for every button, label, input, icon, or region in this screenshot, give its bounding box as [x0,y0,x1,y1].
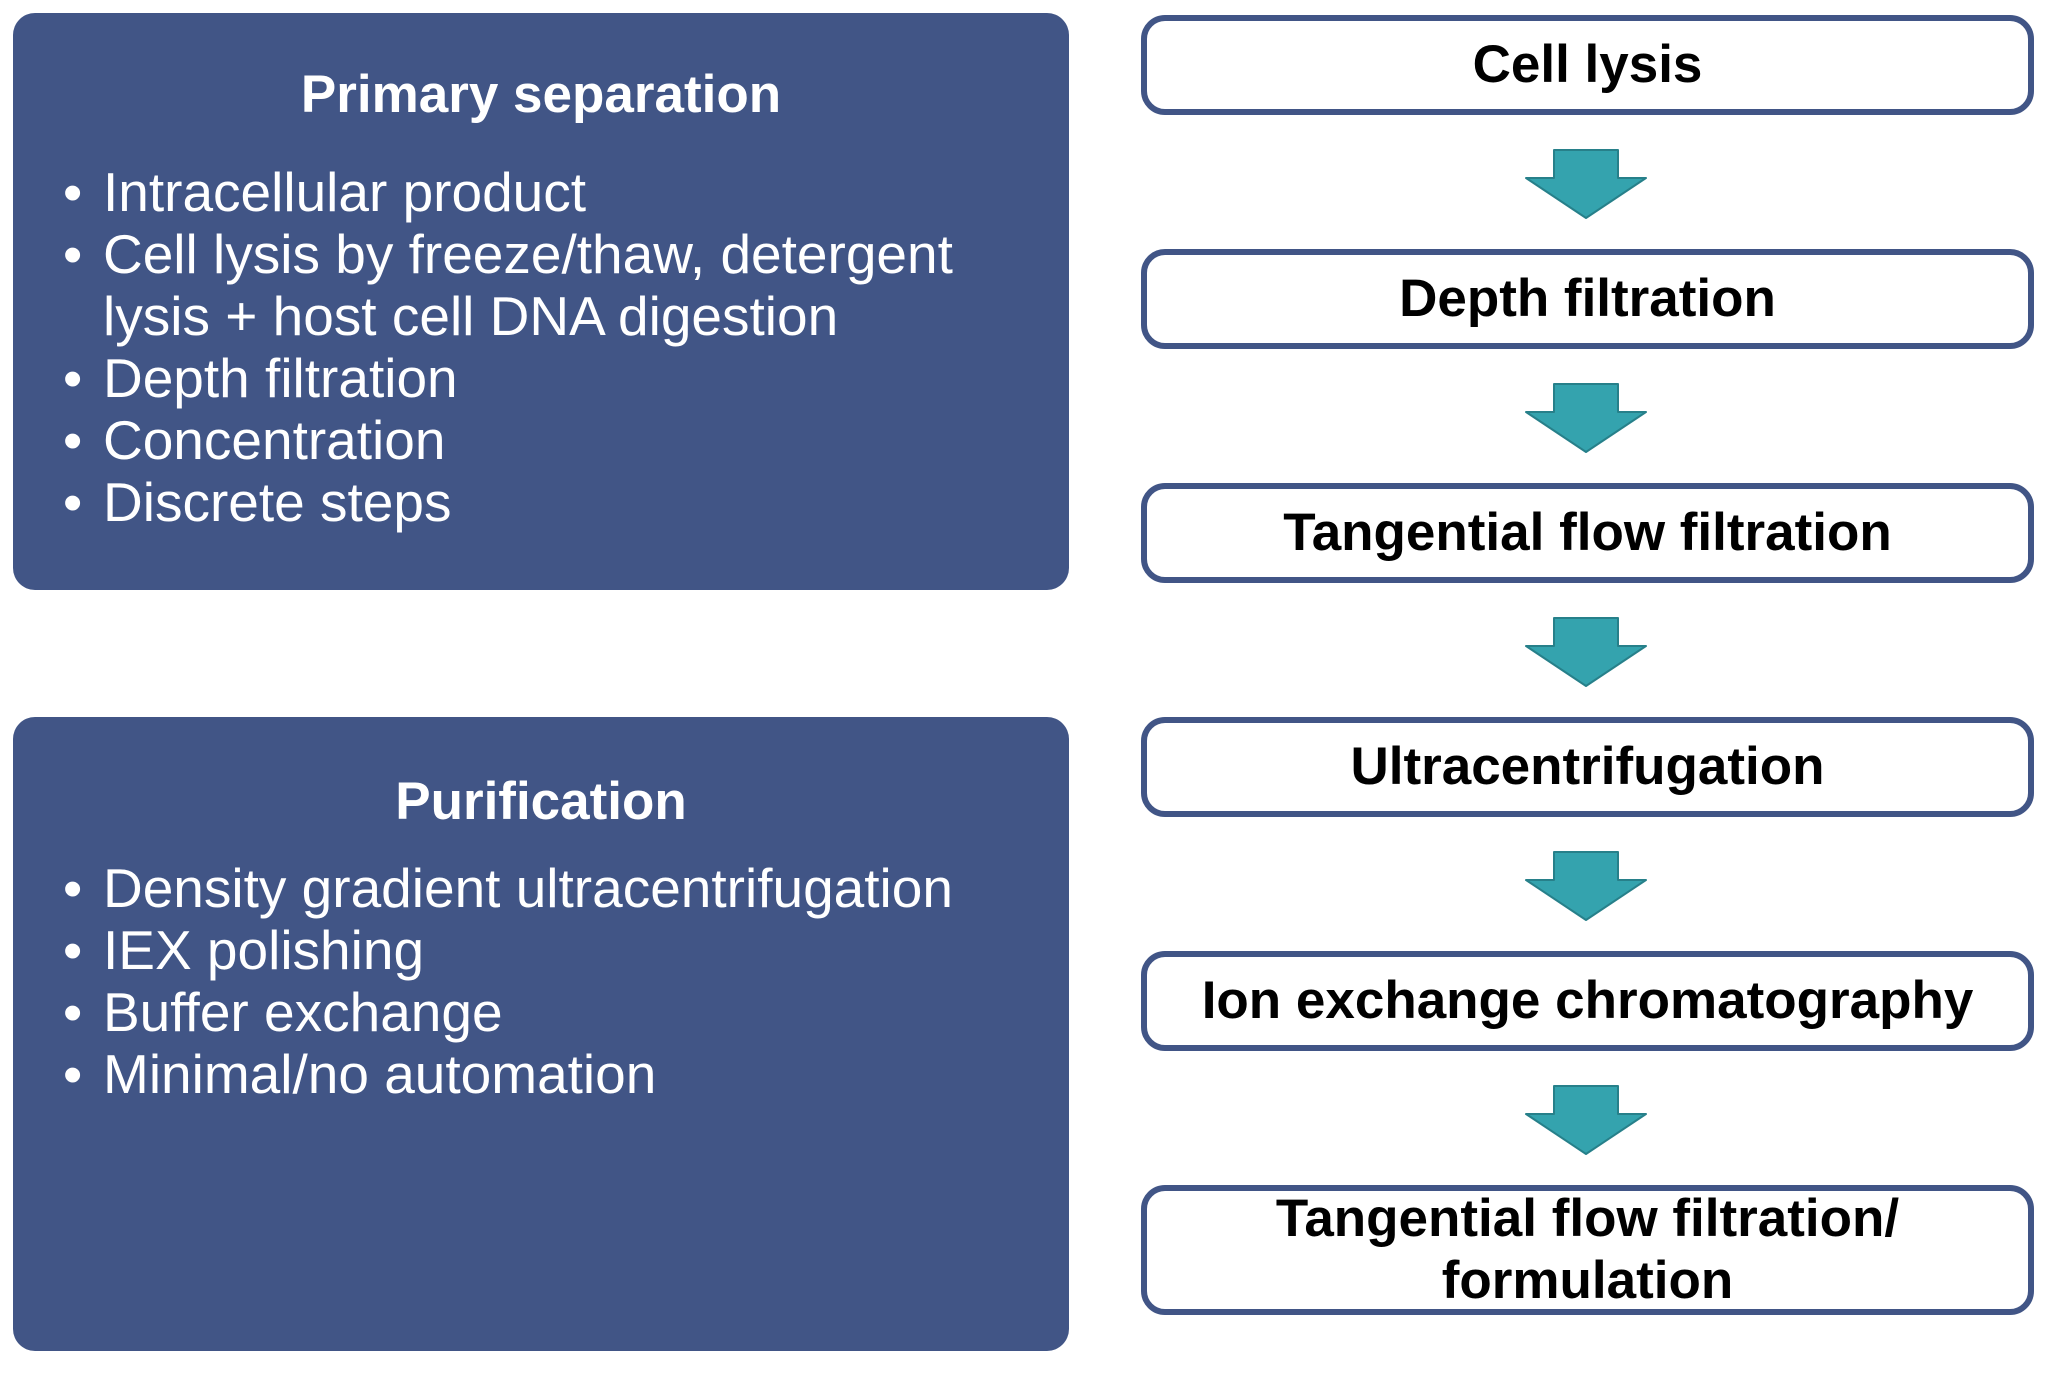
step-tangential-flow-filtration: Tangential flow filtration [1141,483,2034,583]
list-item: •Intracellular product [63,161,587,223]
purification-list: •Density gradient ultracentrifugation •I… [63,857,1049,1105]
step-tff-formulation: Tangential flow filtration/ formulation [1141,1185,2034,1315]
bullet-icon: • [63,471,83,533]
list-item: •IEX polishing [63,919,425,981]
step-depth-filtration: Depth filtration [1141,249,2034,349]
step-ion-exchange-chromatography: Ion exchange chromatography [1141,951,2034,1051]
primary-separation-title: Primary separation [300,65,782,124]
down-arrow-icon [1525,851,1647,921]
down-arrow-icon [1525,617,1647,687]
down-arrow-icon [1525,149,1647,219]
list-item-continuation: lysis + host cell DNA digestion [103,285,839,347]
primary-separation-panel: Primary separation •Intracellular produc… [13,13,1069,590]
list-item: •Cell lysis by freeze/thaw, detergent [63,223,953,285]
list-item: •Density gradient ultracentrifugation [63,857,953,919]
step-ultracentrifugation: Ultracentrifugation [1141,717,2034,817]
list-item: •Minimal/no automation [63,1043,657,1105]
list-item: •Buffer exchange [63,981,503,1043]
primary-separation-list: •Intracellular product •Cell lysis by fr… [63,161,1049,533]
down-arrow-icon [1525,1085,1647,1155]
down-arrow-icon [1525,383,1647,453]
purification-panel: Purification •Density gradient ultracent… [13,717,1069,1351]
bullet-icon: • [63,161,83,223]
list-item: •Depth filtration [63,347,458,409]
step-cell-lysis: Cell lysis [1141,15,2034,115]
step-tff-formulation-line2: formulation [1441,1251,1734,1310]
bullet-icon: • [63,347,83,409]
bullet-icon: • [63,981,83,1043]
purification-title: Purification [395,772,687,831]
bullet-icon: • [63,919,83,981]
list-item: •Discrete steps [63,471,452,533]
list-item: •Concentration [63,409,446,471]
bullet-icon: • [63,223,83,285]
step-tff-formulation-line1: Tangential flow filtration/ [1275,1189,1900,1248]
bullet-icon: • [63,409,83,471]
bullet-icon: • [63,1043,83,1105]
bullet-icon: • [63,857,83,919]
